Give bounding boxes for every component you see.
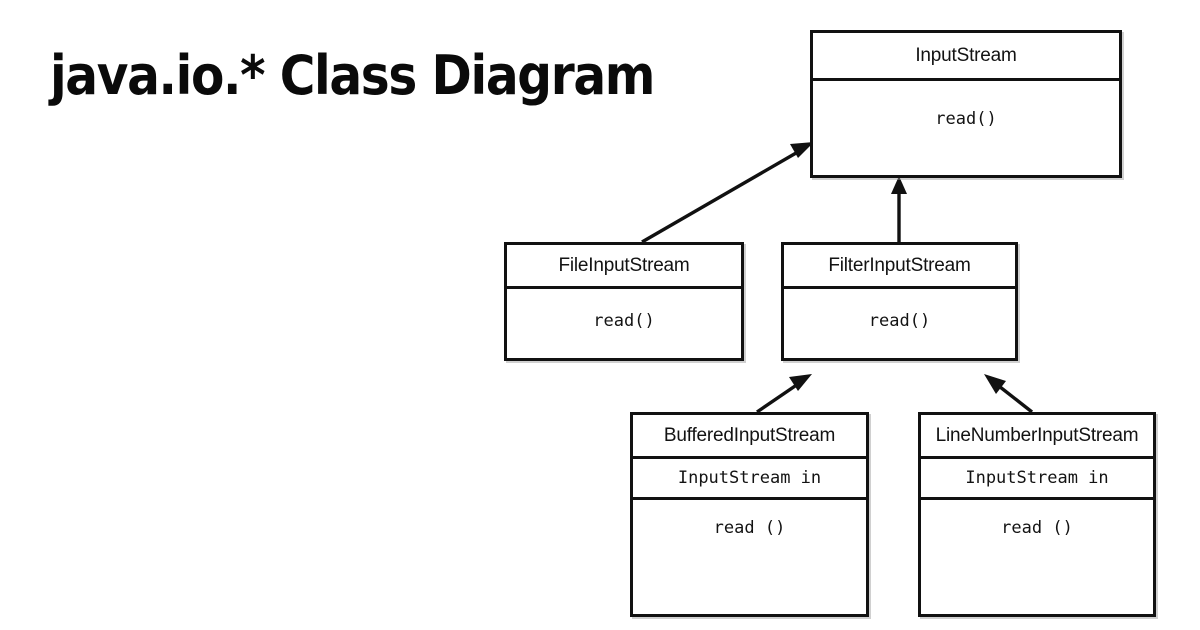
class-attributes-compartment: InputStream in (633, 456, 866, 497)
class-operations-compartment: read () (921, 497, 1153, 619)
class-name-compartment: FilterInputStream (784, 245, 1015, 286)
class-name: FileInputStream (558, 254, 690, 276)
class-name: InputStream (915, 44, 1017, 66)
class-name-compartment: BufferedInputStream (633, 415, 866, 456)
class-attribute: InputStream in (965, 468, 1109, 488)
generalization-filter-to-input (891, 176, 907, 242)
class-name-compartment: InputStream (813, 33, 1119, 78)
class-name-compartment: FileInputStream (507, 245, 741, 286)
class-box-buffered-input-stream[interactable]: BufferedInputStream InputStream in read … (630, 412, 869, 617)
class-name: BufferedInputStream (663, 424, 836, 446)
class-name: LineNumberInputStream (935, 424, 1139, 446)
class-box-input-stream[interactable]: InputStream read() (810, 30, 1122, 178)
class-box-line-number-input-stream[interactable]: LineNumberInputStream InputStream in rea… (918, 412, 1156, 617)
class-operation: read() (868, 311, 931, 331)
generalization-linenumber-to-filter (984, 374, 1034, 414)
class-operation: read () (1001, 518, 1073, 538)
class-operation: read () (713, 518, 786, 538)
class-box-file-input-stream[interactable]: FileInputStream read() (504, 242, 744, 361)
class-name: FilterInputStream (828, 254, 971, 276)
class-name-compartment: LineNumberInputStream (921, 415, 1153, 456)
class-operations-compartment: read() (813, 78, 1119, 178)
class-operation: read() (935, 109, 997, 129)
class-attributes-compartment: InputStream in (921, 456, 1153, 497)
class-operations-compartment: read () (633, 497, 866, 619)
class-operations-compartment: read() (507, 286, 741, 360)
page-title: java.io.* Class Diagram (50, 44, 655, 107)
generalization-file-to-input (641, 142, 814, 244)
class-box-filter-input-stream[interactable]: FilterInputStream read() (781, 242, 1018, 361)
generalization-buffered-to-filter (756, 374, 812, 414)
class-operation: read() (593, 311, 655, 331)
class-operations-compartment: read() (784, 286, 1015, 360)
class-attribute: InputStream in (677, 468, 822, 488)
